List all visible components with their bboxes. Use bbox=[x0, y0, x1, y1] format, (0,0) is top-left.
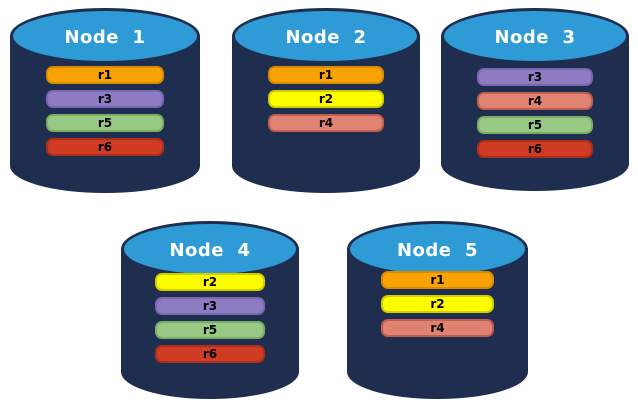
replica-bar-r4: r4 bbox=[267, 114, 385, 132]
node-label: Node 4 bbox=[169, 239, 251, 261]
cylinder-top-ellipse: Node 5 bbox=[347, 221, 528, 277]
replica-bar-r1: r1 bbox=[381, 271, 494, 289]
replica-bar-r5: r5 bbox=[46, 114, 164, 132]
replica-list: r1 r2 r4 bbox=[267, 66, 385, 132]
replica-bar-r4: r4 bbox=[381, 319, 494, 337]
replica-list: r2 r3 r5 r6 bbox=[154, 273, 266, 363]
replica-bar-r1: r1 bbox=[46, 66, 164, 84]
cylinder-top-ellipse: Node 1 bbox=[10, 8, 200, 64]
replica-bar-r3: r3 bbox=[476, 68, 594, 86]
replica-bar-r2: r2 bbox=[154, 273, 266, 291]
node-label: Node 2 bbox=[285, 26, 367, 48]
node-cylinder-2: Node 2 r1 r2 r4 bbox=[232, 8, 420, 193]
replica-bar-r4: r4 bbox=[476, 92, 594, 110]
node-label: Node 3 bbox=[494, 26, 576, 48]
replica-bar-r5: r5 bbox=[154, 321, 266, 339]
node-cylinder-3: Node 3 r3 r4 r5 r6 bbox=[441, 8, 629, 191]
replica-bar-r5: r5 bbox=[476, 116, 594, 134]
cylinder-top-ellipse: Node 2 bbox=[232, 8, 420, 64]
replica-bar-r2: r2 bbox=[381, 295, 494, 313]
replica-list: r1 r2 r4 bbox=[381, 271, 494, 337]
replica-bar-r1: r1 bbox=[267, 66, 385, 84]
node-label: Node 5 bbox=[396, 239, 479, 261]
node-label: Node 1 bbox=[64, 26, 146, 48]
replica-bar-r6: r6 bbox=[476, 140, 594, 158]
node-cylinder-4: Node 4 r2 r3 r5 r6 bbox=[121, 221, 299, 399]
replica-bar-r3: r3 bbox=[46, 90, 164, 108]
node-cylinder-1: Node 1 r1 r3 r5 r6 bbox=[10, 8, 200, 193]
replica-list: r3 r4 r5 r6 bbox=[476, 68, 594, 158]
replica-list: r1 r3 r5 r6 bbox=[46, 66, 164, 156]
cylinder-top-ellipse: Node 4 bbox=[121, 221, 299, 277]
cylinder-top-ellipse: Node 3 bbox=[441, 8, 629, 64]
replica-bar-r3: r3 bbox=[154, 297, 266, 315]
replica-bar-r6: r6 bbox=[46, 138, 164, 156]
replica-bar-r2: r2 bbox=[267, 90, 385, 108]
replica-bar-r6: r6 bbox=[154, 345, 266, 363]
node-cylinder-5: Node 5 r1 r2 r4 bbox=[347, 221, 528, 399]
